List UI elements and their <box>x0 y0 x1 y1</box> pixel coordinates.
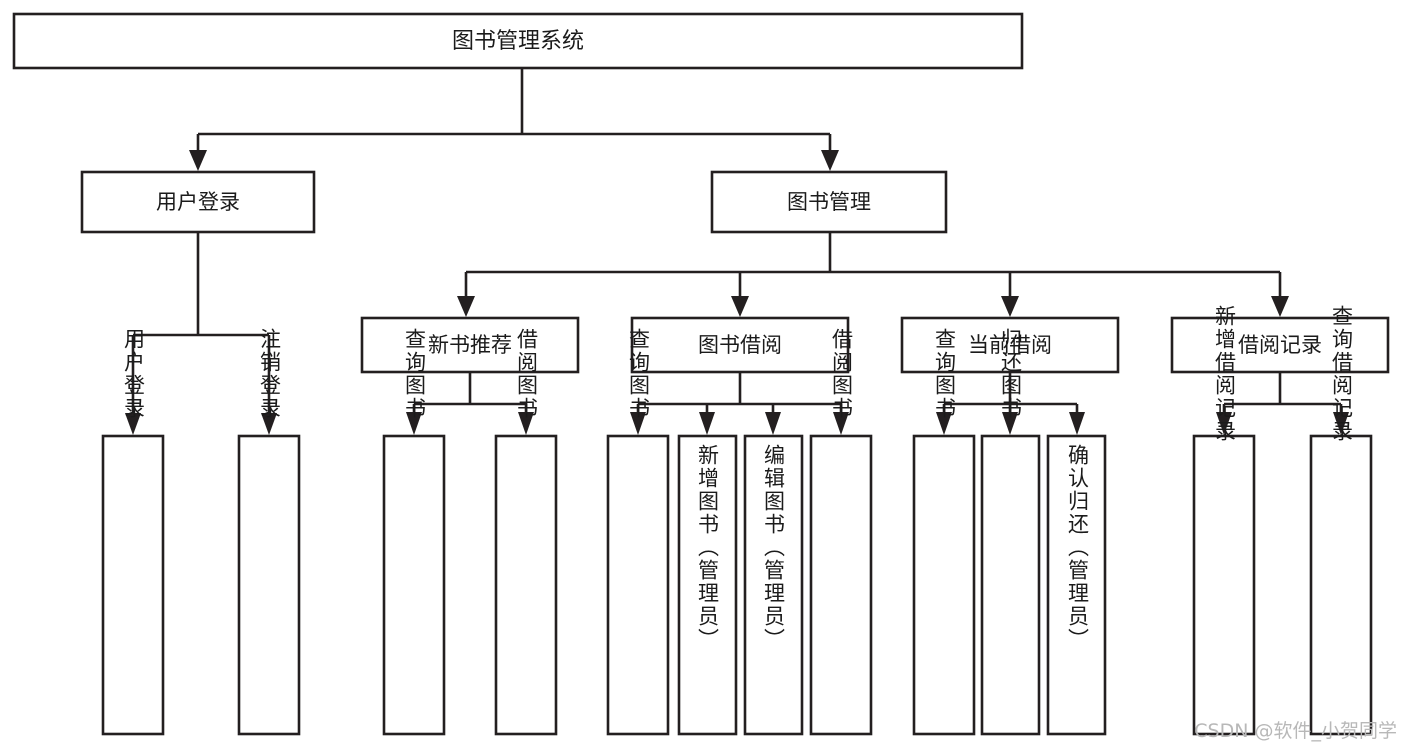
arrowhead-leaf-query-record <box>1333 412 1349 435</box>
node-leaf-borrow-book-2-box[interactable] <box>809 434 873 736</box>
arrowhead-leaf-query-book-2 <box>630 412 646 435</box>
node-borrow-record[interactable]: 借阅记录 <box>1170 316 1390 374</box>
leaf-boxes <box>101 434 1373 736</box>
node-leaf-add-record-box[interactable] <box>1192 434 1256 736</box>
node-current-borrow-box[interactable] <box>900 316 1120 374</box>
arrowhead-leaf-query-book-3 <box>936 412 952 435</box>
node-leaf-confirm-return-box[interactable] <box>1046 434 1107 736</box>
connector-group-book-manage <box>457 232 1289 317</box>
node-leaf-edit-book-box[interactable] <box>743 434 804 736</box>
arrowhead-leaf-edit-book <box>765 412 781 435</box>
node-new-book-rec[interactable]: 新书推荐 <box>360 316 580 374</box>
node-leaf-query-book-3-box[interactable] <box>912 434 976 736</box>
node-borrow-record-label: 借阅记录 <box>1238 333 1322 357</box>
arrowhead-leaf-query-book-1 <box>406 412 422 435</box>
node-user-login[interactable]: 用户登录 <box>80 170 316 234</box>
node-leaf-query-book-2-box[interactable] <box>606 434 670 736</box>
node-leaf-user-logout-box[interactable] <box>237 434 301 736</box>
node-new-book-rec-label: 新书推荐 <box>428 333 512 357</box>
node-leaf-borrow-book-1-box[interactable] <box>494 434 558 736</box>
connector-group-user-login <box>125 232 277 435</box>
node-current-borrow-label: 当前借阅 <box>968 333 1052 357</box>
node-user-login-label: 用户登录 <box>156 190 240 214</box>
node-leaf-add-book-box[interactable] <box>677 434 738 736</box>
arrowhead-book-manage <box>821 150 839 171</box>
arrowhead-borrow-record <box>1271 296 1289 317</box>
node-user-login-box[interactable] <box>80 170 316 234</box>
node-new-book-rec-box[interactable] <box>360 316 580 374</box>
node-book-borrow-label: 图书借阅 <box>698 333 782 357</box>
node-leaf-query-record-box[interactable] <box>1309 434 1373 736</box>
node-leaf-user-login-box[interactable] <box>101 434 165 736</box>
arrowhead-user-login <box>189 150 207 171</box>
arrowhead-leaf-confirm-return <box>1069 412 1085 435</box>
arrowhead-leaf-add-book <box>699 412 715 435</box>
connector-group-book-borrow <box>630 372 849 435</box>
node-current-borrow[interactable]: 当前借阅 <box>900 316 1120 374</box>
node-book-borrow[interactable]: 图书借阅 <box>630 316 850 374</box>
arrowhead-leaf-borrow-book-1 <box>518 412 534 435</box>
arrowhead-book-borrow <box>731 296 749 317</box>
connector-group-new-book-rec <box>406 372 534 435</box>
node-book-manage-box[interactable] <box>710 170 948 234</box>
arrowhead-leaf-user-logout <box>261 413 277 435</box>
node-book-manage-label: 图书管理 <box>787 190 871 214</box>
node-root[interactable]: 图书管理系统 <box>12 12 1024 70</box>
connector-group-borrow-record <box>1216 372 1349 435</box>
connector-group-current-borrow <box>936 372 1085 435</box>
node-root-box[interactable] <box>12 12 1024 70</box>
node-leaf-query-book-1-box[interactable] <box>382 434 446 736</box>
node-leaf-return-book-box[interactable] <box>980 434 1041 736</box>
arrowhead-leaf-user-login <box>125 413 141 435</box>
connector-group-root <box>189 68 839 171</box>
arrowhead-current-borrow <box>1001 296 1019 317</box>
arrowhead-new-book-rec <box>457 296 475 317</box>
node-root-label: 图书管理系统 <box>452 29 584 54</box>
node-book-borrow-box[interactable] <box>630 316 850 374</box>
arrowhead-leaf-return-book <box>1002 412 1018 435</box>
arrowhead-leaf-borrow-book-2 <box>833 412 849 435</box>
node-book-manage[interactable]: 图书管理 <box>710 170 948 234</box>
node-borrow-record-box[interactable] <box>1170 316 1390 374</box>
arrowhead-leaf-add-record <box>1216 412 1232 435</box>
